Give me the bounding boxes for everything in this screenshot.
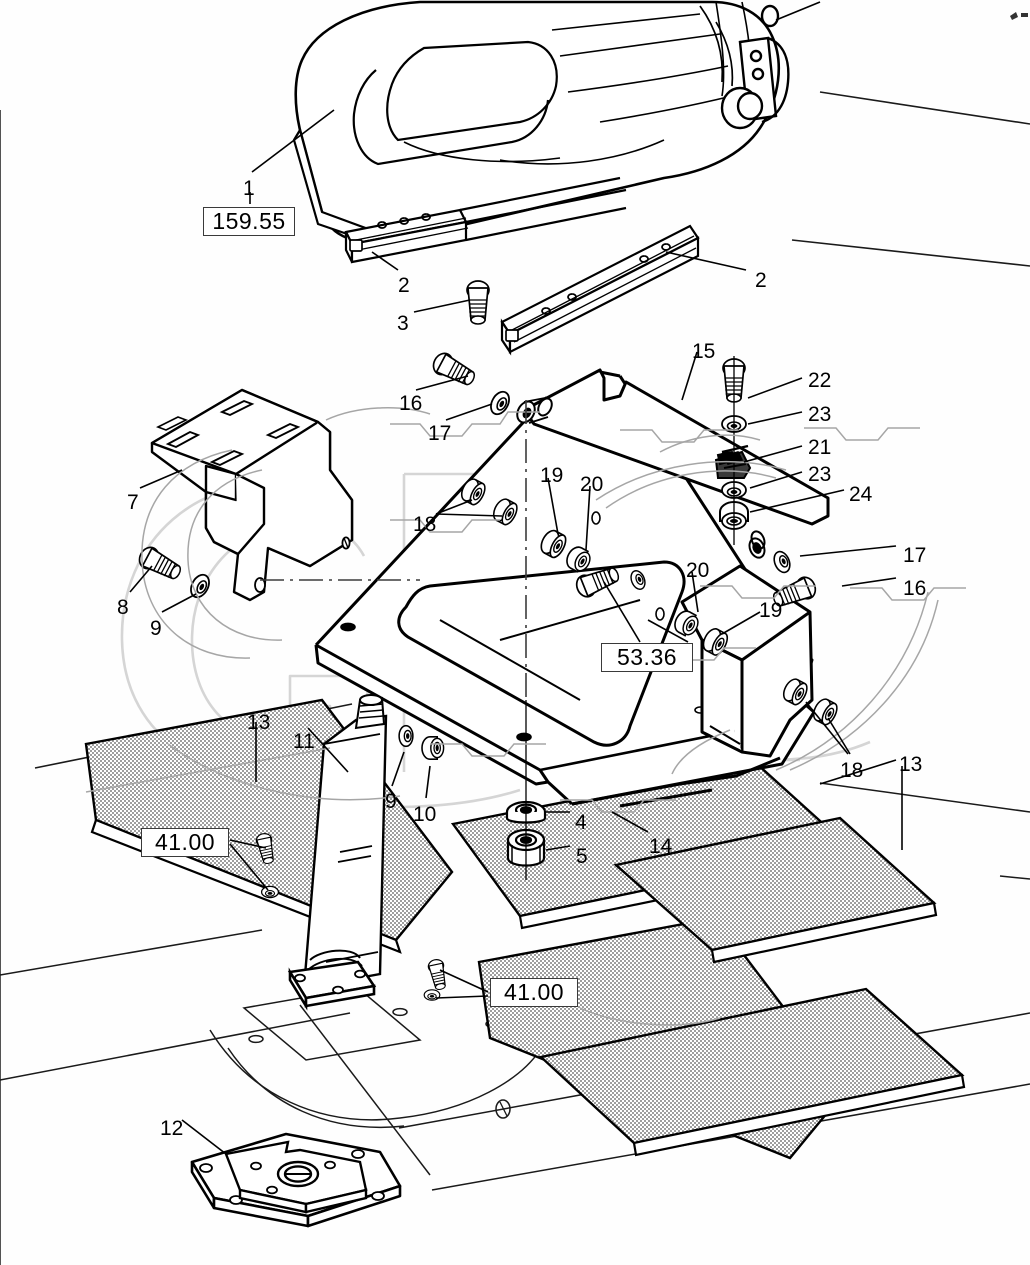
- callout-13-left: 13: [247, 711, 271, 734]
- callout-13-right: 13: [899, 753, 923, 776]
- centre-lines: [260, 400, 527, 700]
- suspension-base-holes: [340, 511, 741, 742]
- pedestal-threaded-tip: [354, 694, 386, 730]
- washer-item-17-left: [486, 387, 514, 419]
- ref-159-55[interactable]: 159.55: [203, 207, 295, 236]
- floor-mat-left: [84, 698, 454, 954]
- callout-18-right: 18: [840, 759, 864, 782]
- callout-24: 24: [849, 483, 873, 506]
- callout-15: 15: [692, 340, 716, 363]
- callout-18-left: 18: [413, 513, 437, 536]
- washer-item-9-mid: [398, 724, 414, 748]
- floor-mat-right-top: [613, 816, 938, 964]
- support-bracket-slots: [156, 399, 301, 467]
- callout-17-left: 17: [428, 422, 452, 445]
- callout-10: 10: [413, 803, 437, 826]
- floor-mat-right-lower: [538, 987, 966, 1157]
- base-plate-boss: [224, 1140, 368, 1214]
- callout-4: 4: [575, 811, 587, 834]
- bolt-ref-41-right: [426, 957, 450, 992]
- washer-ref-41-left: [260, 885, 280, 899]
- callout-20-left: 20: [580, 473, 604, 496]
- nut-item-10: [421, 735, 445, 761]
- pivot-sleeve-top: [516, 397, 553, 424]
- callout-16-right: 16: [903, 577, 927, 600]
- sleeve-right-upper: [748, 530, 766, 559]
- callout-12: 12: [160, 1117, 184, 1140]
- callout-1: 1: [243, 177, 255, 200]
- callout-11: 11: [293, 730, 315, 753]
- callout-22: 22: [808, 369, 832, 392]
- ref-53-36[interactable]: 53.36: [601, 643, 693, 672]
- seat-rail-left: [344, 208, 469, 264]
- callout-8: 8: [117, 596, 129, 619]
- seat-rail-left-extension: [459, 176, 627, 242]
- suspension-bracket-right: [680, 564, 814, 758]
- suspension-arm-lower: [571, 756, 781, 808]
- callout-9-mid: 9: [385, 790, 397, 813]
- callout-9-left: 9: [150, 617, 162, 640]
- callout-21: 21: [808, 436, 832, 459]
- support-bracket-item-7: [150, 388, 354, 602]
- seat-rail-right: [500, 224, 700, 356]
- support-bracket-hole: [254, 536, 351, 593]
- callout-7: 7: [127, 491, 139, 514]
- leader-lines: [129, 109, 903, 1155]
- callout-19-right: 19: [759, 599, 783, 622]
- callout-2-left: 2: [398, 274, 410, 297]
- seat-hinge-bracket: [720, 4, 790, 130]
- pedestal-flange: [287, 949, 377, 1011]
- callout-19-left: 19: [540, 464, 564, 487]
- callout-20-right: 20: [686, 559, 710, 582]
- callout-16-left: 16: [399, 392, 423, 415]
- callout-14: 14: [649, 835, 673, 858]
- callout-23-upper: 23: [808, 403, 832, 426]
- ref-41-00-right[interactable]: 41.00: [490, 978, 578, 1007]
- seat-hinge-lines: [699, 1, 821, 87]
- callout-5: 5: [576, 845, 588, 868]
- seat-cushion: [292, 0, 781, 254]
- callout-2-right: 2: [755, 269, 767, 292]
- callout-3: 3: [397, 312, 409, 335]
- phantom-construction-lines: [85, 407, 966, 1026]
- callout-17-right: 17: [903, 544, 927, 567]
- bolt-item-3: [466, 280, 490, 325]
- callout-23-lower: 23: [808, 463, 832, 486]
- washer-item-17-right: [770, 548, 794, 576]
- ref-41-00-left[interactable]: 41.00: [141, 828, 229, 857]
- corner-artifact-mark: [1010, 12, 1028, 20]
- suspension-link-bar: [522, 368, 830, 526]
